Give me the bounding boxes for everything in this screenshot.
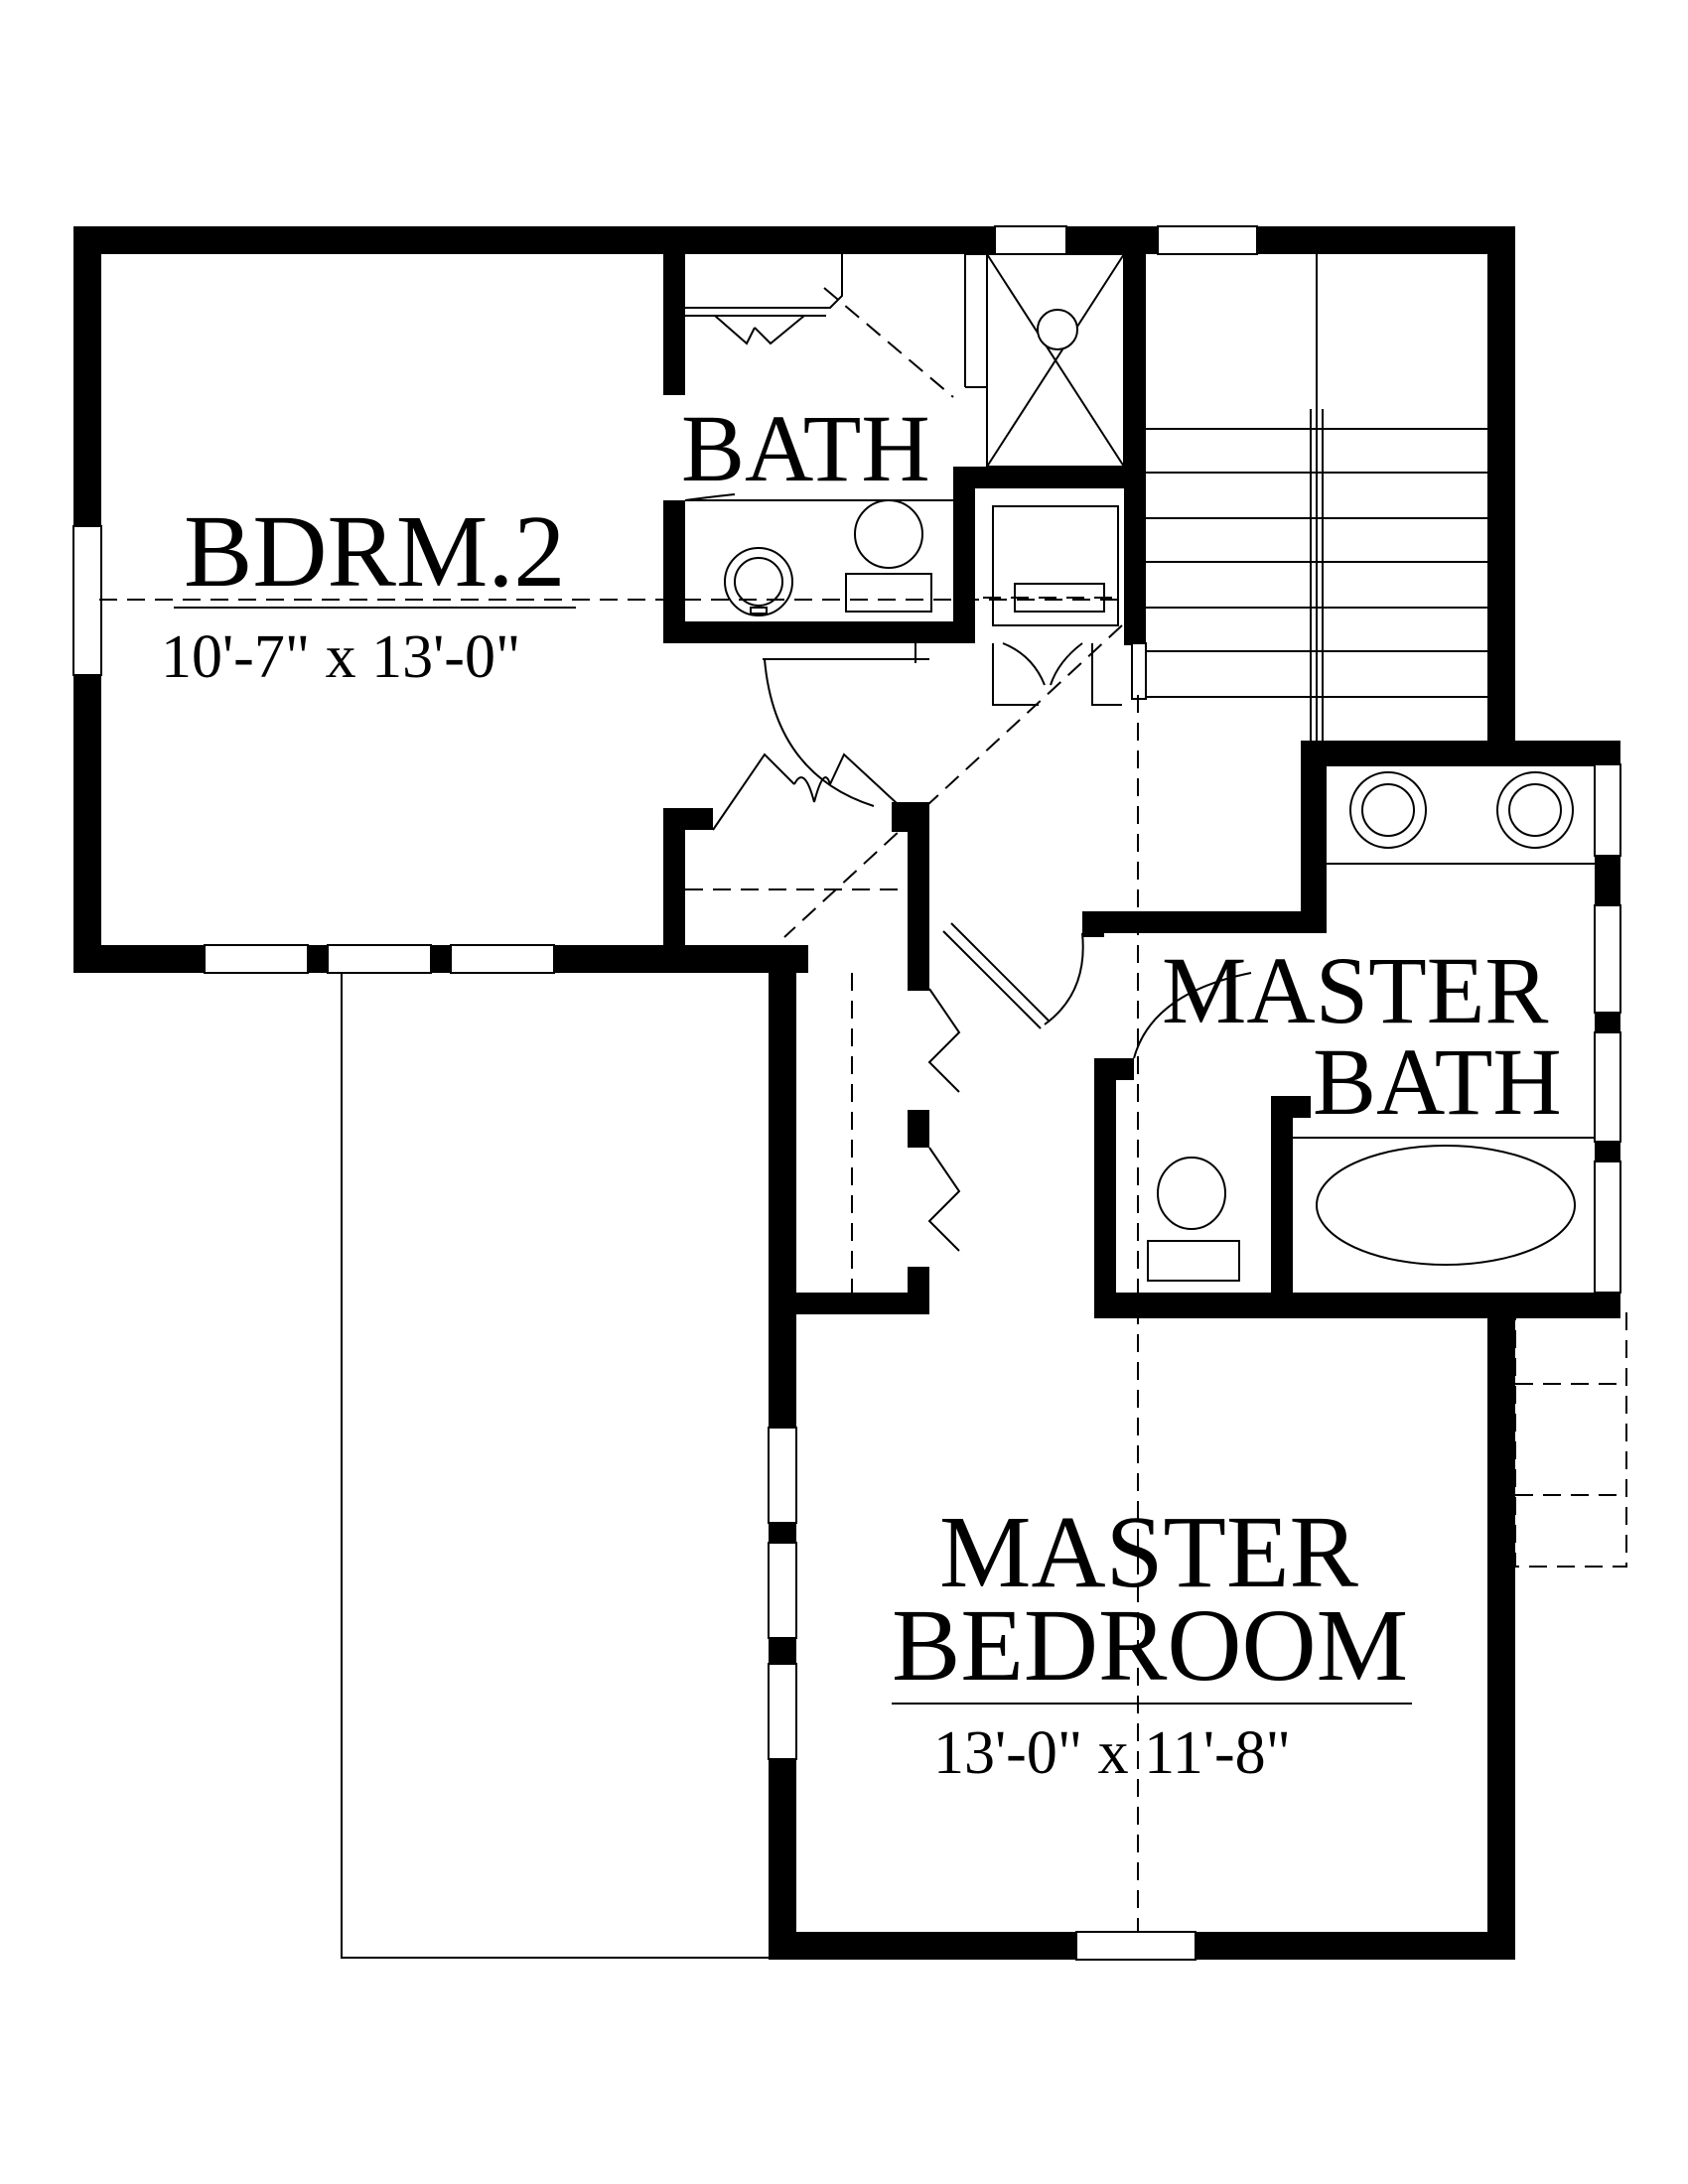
window [1075,1931,1196,1961]
window [768,1663,797,1760]
bath-fixtures [684,253,1125,626]
bedroom2-dimensions: 10'-7" x 13'-0" [161,623,520,691]
window [327,944,432,974]
window [1594,1031,1621,1143]
master-bedroom-name-line2: BEDROOM [892,1588,1408,1703]
window [768,1427,797,1524]
bathtub-icon [1316,1145,1576,1266]
toilet-icon [1157,1157,1226,1230]
master-bath-name-line2: BATH [1313,1028,1562,1135]
window [768,1542,797,1639]
master-bath-fixtures [1147,771,1595,1282]
labels: BDRM.2 10'-7" x 13'-0" BATH MASTER BATH … [161,395,1562,1787]
showerhead-icon [1037,309,1078,350]
master-bedroom-name-line1: MASTER [939,1495,1358,1609]
outlines [341,973,1627,1959]
exterior-walls [73,226,1620,1960]
window [1594,904,1621,1014]
bedroom2-name: BDRM.2 [184,494,565,609]
windows [72,225,1621,1961]
window [1594,1160,1621,1294]
shower [986,253,1125,468]
master-bath-name-line1: MASTER [1162,937,1548,1043]
master-bedroom-dimensions: 13'-0" x 11'-8" [933,1719,1291,1787]
window [72,525,102,676]
interior-walls [663,226,1327,1318]
window [450,944,555,974]
toilet-icon [854,499,923,569]
bath-name: BATH [681,395,930,501]
window [994,225,1067,255]
doors [99,599,1252,1932]
window [204,944,309,974]
staircase [1131,254,1487,741]
window [1157,225,1258,255]
window [1594,763,1621,857]
